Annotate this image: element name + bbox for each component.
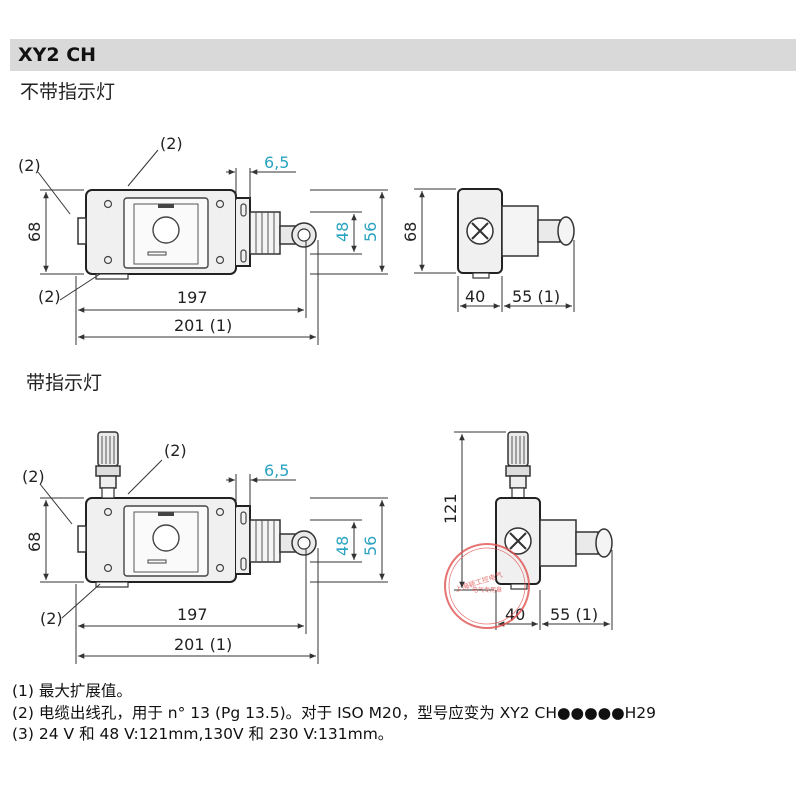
header-bar: XY2 CH (10, 39, 796, 71)
dim-length-base-top: 197 (177, 288, 208, 307)
stamp-text-2: 电气专用章 (472, 586, 502, 594)
label-wire-hole-top-c: (2) (38, 287, 61, 306)
dim-length-base-bottom: 197 (177, 605, 208, 624)
section-title-without-light: 不带指示灯 (20, 81, 116, 103)
label-wire-hole-top-b: (2) (18, 156, 41, 175)
label-wire-hole-top-a: (2) (160, 134, 183, 153)
label-wire-hole-bottom-a: (2) (164, 441, 187, 460)
footnotes: (1) 最大扩展值。 (2) 电缆出线孔，用于 n° 13 (Pg 13.5)。… (12, 681, 798, 746)
dim-side-depth-top: 40 (465, 287, 485, 306)
dimension-lines-bottom (39, 431, 613, 664)
footnote-3: (3) 24 V 和 48 V:121mm,130V 和 230 V:131mm… (12, 725, 394, 743)
dim-side-width-top: 68 (401, 222, 420, 242)
dim-side-extension-top: 55 (1) (512, 287, 560, 306)
dim-height-with-light: 121 (441, 493, 460, 524)
dim-shaft-height-bottom: 48 (333, 536, 352, 556)
front-view-without-light (77, 189, 317, 280)
front-view-with-light (77, 431, 317, 588)
dim-shaft-height-top: 48 (333, 222, 352, 242)
dim-side-depth-bottom: 40 (505, 605, 525, 624)
dimension-lines-top (37, 149, 575, 345)
side-view-without-light (457, 188, 575, 279)
dim-offset-top: 6,5 (264, 153, 289, 172)
dim-shaft-total-bottom: 56 (361, 536, 380, 556)
dim-width-top: 68 (25, 222, 44, 242)
side-view-with-light (495, 431, 613, 590)
dim-side-extension-bottom: 55 (1) (550, 605, 598, 624)
dim-offset-bottom: 6,5 (264, 461, 289, 480)
dim-width-bottom: 68 (25, 532, 44, 552)
footnote-2: (2) 电缆出线孔，用于 n° 13 (Pg 13.5)。对于 ISO M20，… (12, 703, 657, 722)
label-wire-hole-bottom-b: (2) (22, 467, 45, 486)
section-title-with-light: 带指示灯 (26, 372, 103, 394)
page-title: XY2 CH (18, 44, 97, 66)
footnote-1: (1) 最大扩展值。 (12, 682, 132, 700)
dim-length-max-bottom: 201 (1) (174, 635, 232, 654)
label-wire-hole-bottom-c: (2) (40, 609, 63, 628)
dim-shaft-total-top: 56 (361, 222, 380, 242)
dim-length-max-top: 201 (1) (174, 316, 232, 335)
